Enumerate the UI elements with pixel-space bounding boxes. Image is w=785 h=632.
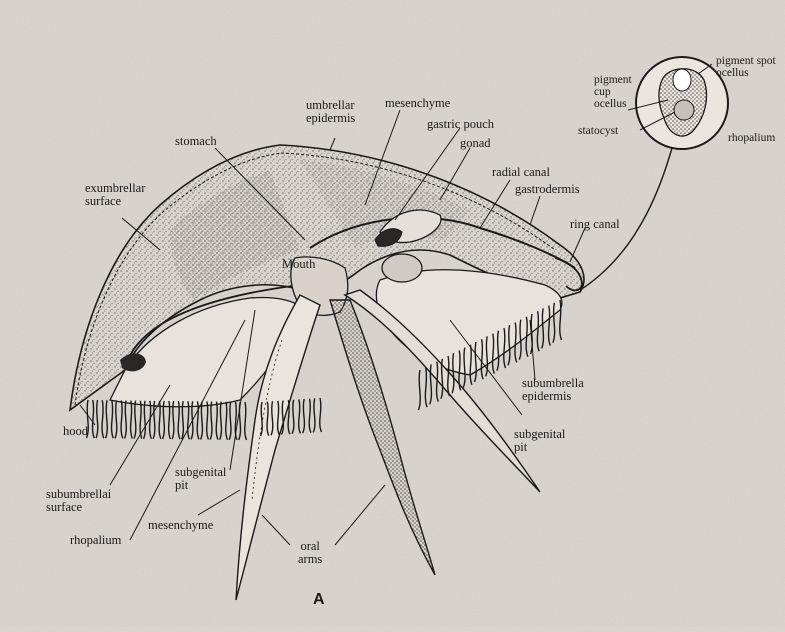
label-stomach: stomach: [175, 135, 217, 148]
label-gonad: gonad: [460, 137, 491, 150]
label-subumbrella-epidermis: subumbrella epidermis: [522, 377, 584, 403]
label-statocyst: statocyst: [578, 125, 618, 137]
label-mouth: Mouth: [282, 258, 315, 271]
label-subgenital-pit-right-line2: pit: [514, 441, 565, 454]
label-subgenital-pit-left-line2: pit: [175, 479, 226, 492]
label-pigment-cup-ocellus: pigment cup ocellus: [594, 74, 632, 110]
label-subumbrellar-surface-line2: surface: [46, 501, 111, 514]
label-exumbrellar-surface-line2: surface: [85, 195, 145, 208]
label-mesenchyme-top: mesenchyme: [385, 97, 450, 110]
figure-label: A: [313, 593, 325, 606]
label-ring-canal: ring canal: [570, 218, 620, 231]
rhopalium-inset: [636, 57, 728, 149]
label-pigment-cup-ocellus-line3: ocellus: [594, 98, 632, 110]
label-rhopalium-bottom: rhopalium: [70, 534, 121, 547]
label-pigment-spot-ocellus: pigment spot ocellus: [716, 55, 776, 79]
label-umbrellar-epidermis-line2: epidermis: [306, 112, 355, 125]
label-mesenchyme-bottom: mesenchyme: [148, 519, 213, 532]
label-hood: hood: [63, 425, 88, 438]
label-subumbrellar-surface: subumbrellai surface: [46, 488, 111, 514]
label-pigment-spot-ocellus-line2: ocellus: [716, 67, 776, 79]
label-subumbrella-epidermis-line2: epidermis: [522, 390, 584, 403]
label-rhopalium-inset: rhopalium: [728, 132, 775, 144]
label-radial-canal: radial canal: [492, 166, 550, 179]
label-oral-arms-line2: arms: [298, 553, 322, 566]
label-pigment-cup-ocellus-line2: cup: [594, 86, 632, 98]
label-pigment-cup-ocellus-line1: pigment: [594, 74, 632, 86]
label-gastrodermis: gastrodermis: [515, 183, 580, 196]
label-gastric-pouch: gastric pouch: [427, 118, 494, 131]
label-oral-arms: oral arms: [298, 540, 322, 566]
subgenital-pit-right-shape: [382, 254, 422, 282]
label-subgenital-pit-right: subgenital pit: [514, 428, 565, 454]
label-subgenital-pit-left: subgenital pit: [175, 466, 226, 492]
label-exumbrellar-surface: exumbrellar surface: [85, 182, 145, 208]
label-pigment-spot-ocellus-line1: pigment spot: [716, 55, 776, 67]
label-umbrellar-epidermis: umbrellar epidermis: [306, 99, 355, 125]
